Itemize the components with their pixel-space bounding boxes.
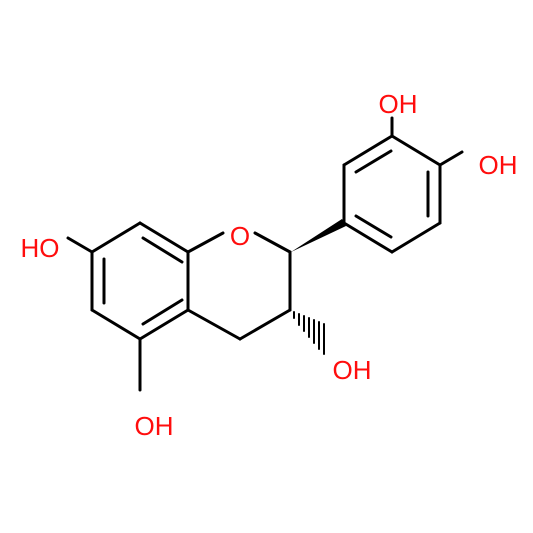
hydroxyl-7-label: HO bbox=[21, 233, 60, 263]
bond-c8-c7 bbox=[138, 221, 190, 254]
bond-c2p-c3p bbox=[342, 134, 394, 167]
bond-c4a-c8a bbox=[138, 308, 190, 341]
bond-c6p-c1p-inner bbox=[354, 214, 393, 239]
bond-c6p-c1p bbox=[342, 221, 394, 254]
atom-labels: O OH OH HO OH OH bbox=[21, 89, 518, 441]
bond-c8-o1 bbox=[186, 231, 225, 254]
ring-oxygen-label: O bbox=[230, 221, 250, 251]
bond-c3-c4 bbox=[238, 308, 292, 341]
hydroxyl-3-label: OH bbox=[333, 355, 372, 385]
hydroxyl-3prime-label: OH bbox=[379, 89, 418, 119]
hydroxyl-5-label: OH bbox=[135, 411, 174, 441]
bond-c5p-c6p bbox=[390, 221, 442, 254]
bond-c4-c8a bbox=[186, 308, 242, 341]
bond-c4a-c8a-inner bbox=[141, 298, 184, 326]
bond-c6-oh bbox=[66, 236, 94, 254]
bonds bbox=[66, 116, 464, 392]
bond-c4p-oh bbox=[438, 150, 464, 167]
hashed-wedge-c3-oh bbox=[293, 311, 325, 355]
hydroxyl-4prime-label: OH bbox=[479, 150, 518, 180]
bond-o1-c2 bbox=[253, 231, 292, 254]
bond-c8-c7-inner bbox=[141, 236, 184, 264]
bond-c7-c6 bbox=[90, 221, 142, 254]
bond-c3p-c4p bbox=[390, 134, 442, 167]
bond-c2p-c3p-inner bbox=[354, 149, 393, 174]
wedge-bond-c2-c1prime bbox=[291, 219, 346, 252]
bond-c5-c4a bbox=[90, 308, 142, 341]
